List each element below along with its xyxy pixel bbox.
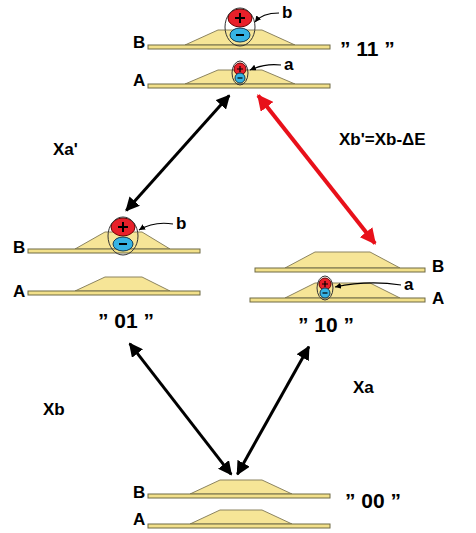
energy-level <box>148 494 330 498</box>
transition-label: Xb'=Xb-ΔE <box>338 130 427 149</box>
electron <box>320 288 330 298</box>
transition-label: Xb <box>42 400 66 419</box>
transition-arrow <box>130 344 231 475</box>
state-label: ” 11 ” <box>340 38 395 59</box>
transition-arrow <box>126 95 229 210</box>
pointer-arrow <box>250 65 281 70</box>
pointer-arrow <box>139 223 173 230</box>
pointer-arrow <box>255 13 279 22</box>
level-label: B <box>133 34 145 51</box>
exciton-ring <box>108 217 138 255</box>
energy-level <box>28 291 200 295</box>
transition-arrow <box>237 347 308 475</box>
level-label: A <box>133 72 145 89</box>
plus-symbol <box>237 66 243 72</box>
exciton-label: b <box>282 4 292 21</box>
density-trapezoid <box>190 510 292 524</box>
exciton-ring <box>232 61 248 85</box>
level-label: B <box>432 258 444 275</box>
pointer-arrow <box>335 283 401 287</box>
minus-symbol <box>119 243 127 245</box>
energy-level <box>148 524 330 528</box>
minus-symbol <box>238 77 243 78</box>
electron <box>230 28 250 42</box>
density-trapezoid <box>75 277 170 291</box>
plus-symbol <box>322 281 328 287</box>
state-group: BA ” 00 ” <box>128 476 428 531</box>
state-label: ” 10 ” <box>298 314 354 335</box>
plus-symbol <box>118 222 128 232</box>
transition-label: Xa <box>352 378 375 397</box>
minus-symbol <box>323 292 328 293</box>
minus-symbol <box>236 34 244 36</box>
plus-symbol <box>235 13 245 23</box>
density-trapezoid <box>285 252 400 268</box>
state-group: BbA ” 01 ” <box>8 212 208 342</box>
level-label: B <box>13 239 25 256</box>
state-group: BbAa ” 11 ” <box>128 2 428 94</box>
energy-level <box>255 268 425 272</box>
transition-label: Xa' <box>52 140 79 159</box>
state-label: ” 01 ” <box>98 310 154 331</box>
transition-arrow <box>258 96 375 244</box>
state-label: ” 00 ” <box>345 490 401 511</box>
level-label: A <box>13 283 25 300</box>
density-trapezoid <box>190 480 292 494</box>
exciton-label: a <box>284 56 293 73</box>
exciton-label: a <box>404 276 413 293</box>
level-label: B <box>133 484 145 501</box>
exciton-ring <box>317 276 333 300</box>
density-trapezoid <box>285 283 400 298</box>
level-label: A <box>133 511 145 528</box>
state-group: BAa ” 10 ” <box>245 245 453 345</box>
electron <box>235 73 245 83</box>
level-label: A <box>432 290 444 307</box>
exciton-ring <box>225 8 255 46</box>
energy-level <box>250 298 425 302</box>
exciton-label: b <box>176 215 186 232</box>
electron <box>113 237 133 251</box>
